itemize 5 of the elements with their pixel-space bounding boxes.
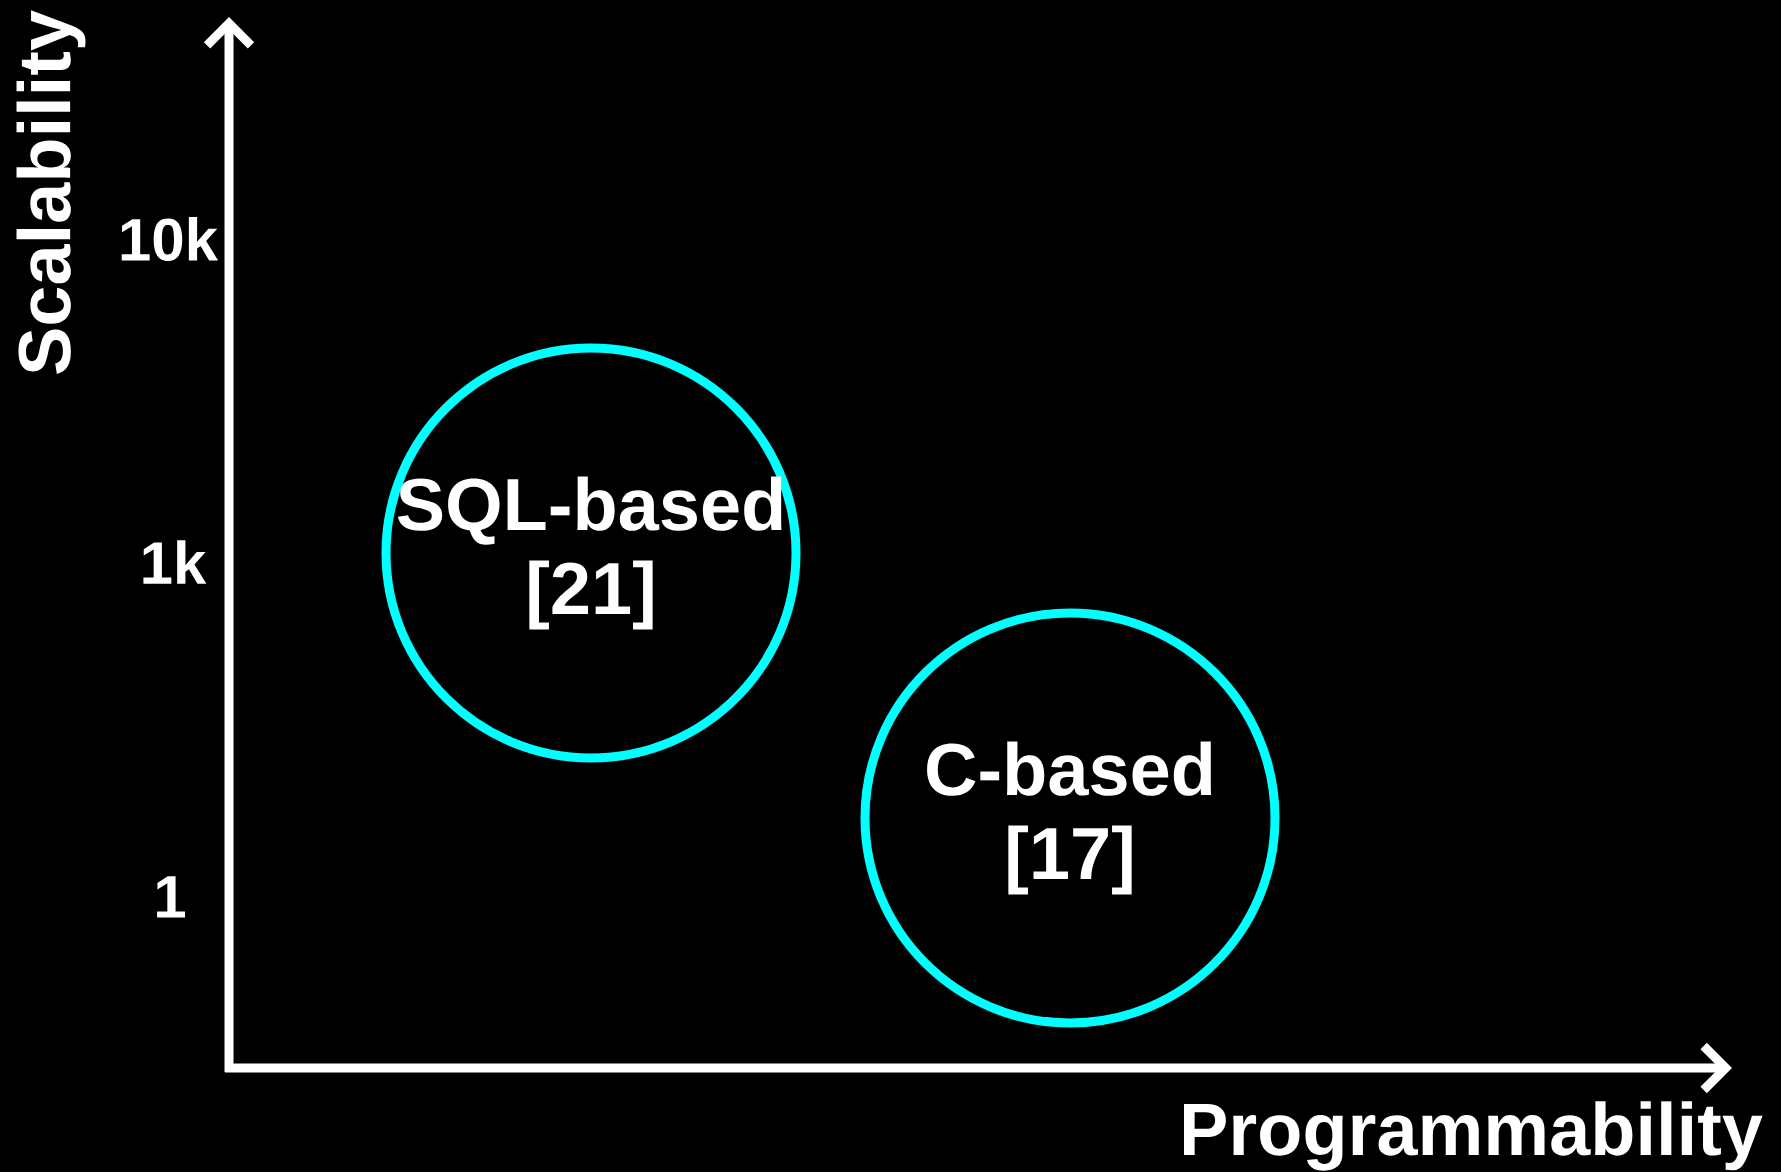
axis-title: Programmability <box>1184 1101 1763 1171</box>
axis-title: Scalability <box>16 10 86 374</box>
tick-label: 10k <box>121 216 219 261</box>
tick-label: 1 <box>157 876 185 918</box>
tick-label: 1k <box>143 540 207 584</box>
